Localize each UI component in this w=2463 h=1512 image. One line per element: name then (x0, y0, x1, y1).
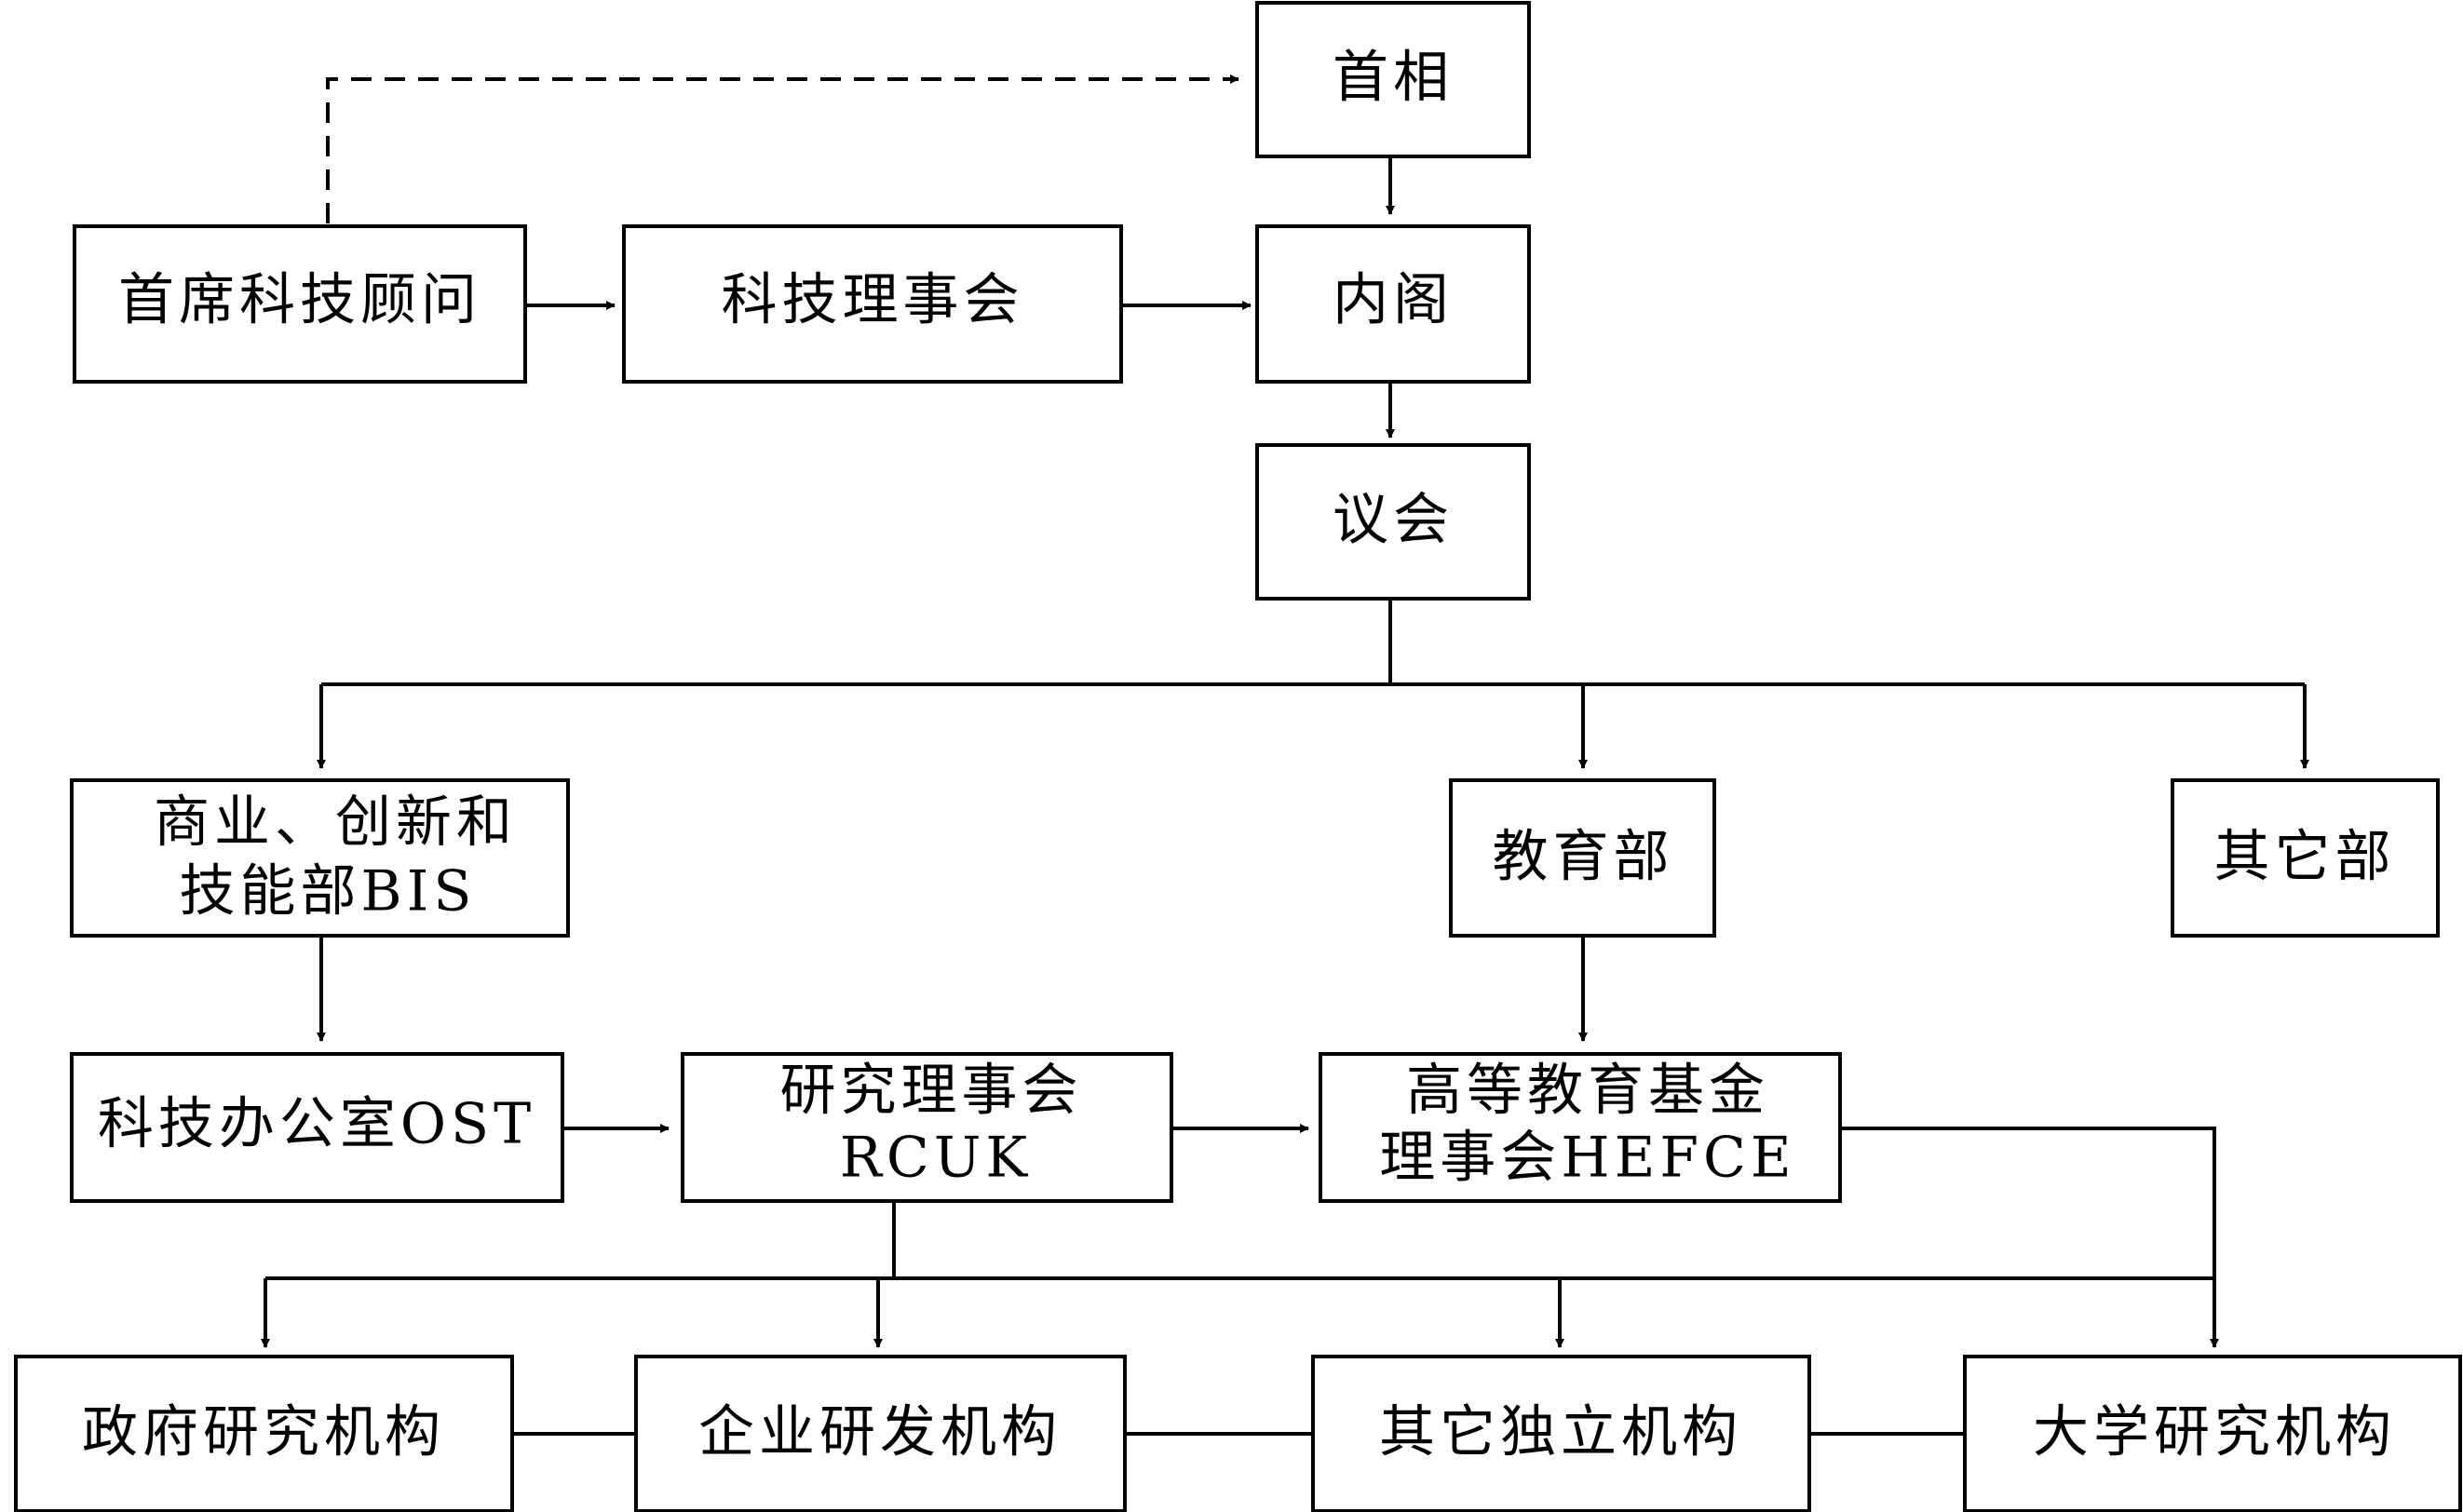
node-hefce: 高等教育基金 理事会HEFCE (1319, 1052, 1842, 1203)
node-label-line-2: 理事会HEFCE (1379, 1126, 1795, 1191)
node-label: 大学研究机构 (2033, 1400, 2396, 1465)
node-rcuk: 研究理事会 RCUK (681, 1052, 1173, 1203)
node-gov-research: 政府研究机构 (14, 1355, 514, 1512)
node-label-line-2: RCUK (840, 1126, 1032, 1191)
edge-hefce-to-university (1842, 1127, 2219, 1348)
node-label: 内阁 (1333, 268, 1454, 333)
node-label: 政府研究机构 (82, 1400, 445, 1465)
node-other-independent: 其它独立机构 (1311, 1355, 1811, 1512)
node-enterprise-rd: 企业研发机构 (634, 1355, 1127, 1512)
node-label: 其它部 (2214, 825, 2396, 890)
node-ost: 科技办公室OST (70, 1052, 564, 1203)
node-st-council: 科技理事会 (622, 224, 1123, 384)
node-label: 科技办公室OST (98, 1092, 535, 1157)
node-label: 科技理事会 (722, 268, 1024, 333)
node-bis: 商业、创新和 技能部BIS (70, 778, 570, 938)
node-prime-minister: 首相 (1255, 1, 1531, 158)
node-cabinet: 内阁 (1255, 224, 1531, 384)
node-university-research: 大学研究机构 (1963, 1355, 2462, 1512)
node-label: 首席科技顾问 (118, 268, 481, 333)
node-label: 首相 (1333, 46, 1454, 111)
node-label: 企业研发机构 (698, 1400, 1062, 1465)
node-education-dept: 教育部 (1449, 778, 1716, 938)
node-label-line-2: 技能部BIS (180, 859, 477, 925)
node-label-line-1: 高等教育基金 (1406, 1059, 1769, 1124)
node-parliament: 议会 (1255, 443, 1531, 601)
edges (261, 74, 2309, 1436)
edge-advisor-to-pm-dashed (326, 74, 1239, 223)
node-label: 教育部 (1493, 825, 1674, 890)
node-label: 议会 (1333, 488, 1454, 553)
node-chief-advisor: 首席科技顾问 (73, 224, 527, 384)
node-label-line-1: 研究理事会 (780, 1059, 1083, 1124)
node-other-depts: 其它部 (2171, 778, 2440, 938)
node-label-line-1: 商业、创新和 (154, 790, 517, 856)
node-label: 其它独立机构 (1379, 1400, 1742, 1465)
